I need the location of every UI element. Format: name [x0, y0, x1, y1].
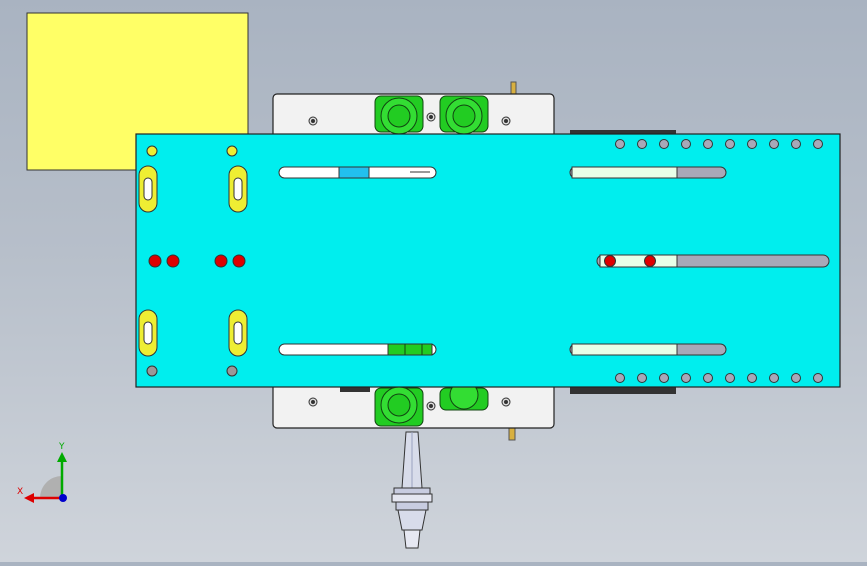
slot-top-right[interactable]: [569, 166, 727, 179]
clamp-knob-top-left[interactable]: [374, 95, 424, 135]
clamp-knob-bottom-left[interactable]: [374, 386, 424, 427]
red-pins-left[interactable]: [148, 254, 246, 268]
axis-x-label: X: [17, 487, 24, 497]
yellow-dot-2: [226, 145, 238, 157]
slot-middle-right[interactable]: [596, 254, 830, 268]
axis-y-label: Y: [59, 442, 65, 452]
gray-dot-2: [226, 365, 238, 377]
side-rail-bottom: [570, 386, 676, 394]
slot-bottom-left[interactable]: [278, 343, 437, 356]
locating-pins-left: [138, 165, 248, 357]
clamp-knob-top-right[interactable]: [439, 95, 489, 135]
coordinate-triad: [24, 452, 67, 503]
hole-row-bottom: [615, 373, 823, 383]
slot-bottom-right[interactable]: [569, 343, 727, 356]
yellow-dot-1: [146, 145, 158, 157]
slot-top-left[interactable]: [278, 166, 437, 179]
hole-row-top: [615, 139, 823, 149]
mount-block: [340, 384, 370, 392]
base-screw-holes: [308, 112, 511, 411]
gray-dot-1: [146, 365, 158, 377]
tool-holder[interactable]: [391, 431, 433, 549]
clamp-knob-bottom-right[interactable]: [439, 380, 489, 411]
guide-rod-bottom: [508, 427, 516, 441]
